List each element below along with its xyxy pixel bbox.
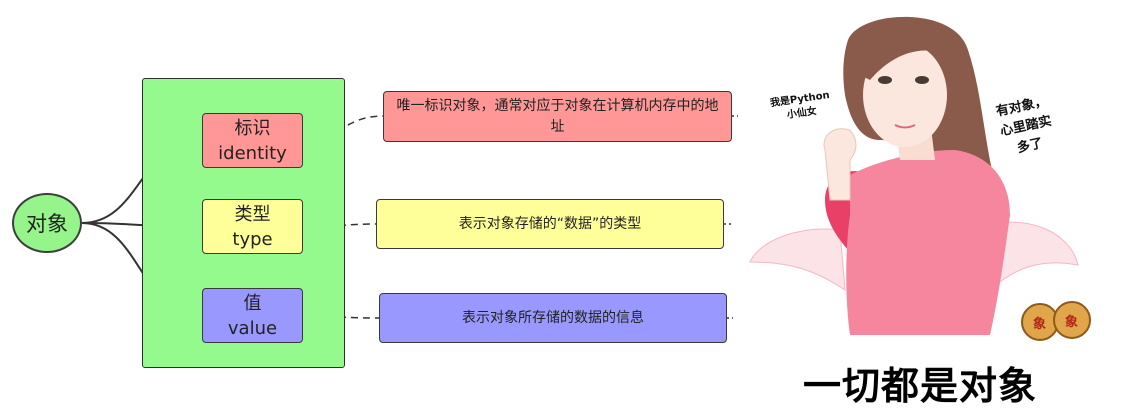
description-identity-text: 唯一标识对象，通常对应于对象在计算机内存中的地址 [392,96,723,138]
shirt [846,150,1010,335]
chess-piece-2-label: 象 [1065,311,1078,330]
attribute-identity-en: identity [218,141,287,166]
left-eye [878,76,892,84]
root-label: 对象 [26,208,68,238]
girl-illustration [750,17,1090,340]
attribute-type-zh: 类型 [235,202,271,227]
sticker-right-label: 有对象， 心里踏实 多了 [995,94,1053,156]
right-eye [915,76,929,84]
illustration-caption: 一切都是对象 [775,355,1065,410]
attribute-value-en: value [228,316,277,341]
root-node-object: 对象 [12,193,82,253]
description-value-text: 表示对象所存储的数据的信息 [462,308,644,329]
description-value: 表示对象所存储的数据的信息 [379,293,727,343]
description-type-text: 表示对象存储的“数据”的类型 [459,214,642,235]
attribute-type-en: type [232,227,272,252]
attribute-type: 类型 type [202,199,303,254]
left-wing [750,229,845,290]
attribute-identity-zh: 标识 [235,116,271,141]
attribute-identity: 标识 identity [202,113,303,168]
description-type: 表示对象存储的“数据”的类型 [376,199,724,249]
attribute-value-zh: 值 [244,291,262,316]
description-identity: 唯一标识对象，通常对应于对象在计算机内存中的地址 [383,91,732,142]
attribute-value: 值 value [202,288,303,343]
chess-piece-1-label: 象 [1033,313,1046,332]
